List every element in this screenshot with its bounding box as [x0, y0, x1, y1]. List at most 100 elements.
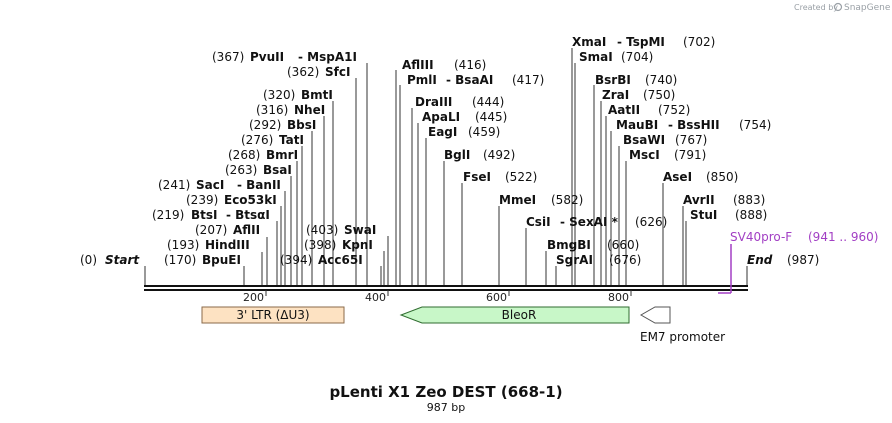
site-afliii-label: AflIII	[402, 58, 434, 72]
site-msci-label: MscI	[629, 148, 660, 162]
feature-3ltr	[201, 306, 345, 324]
feature-3ltr-label: 3' LTR (ΔU3)	[236, 308, 309, 322]
site-swai-pos: (403)	[306, 223, 338, 237]
site-smai-pos: (704)	[621, 50, 653, 64]
feature-bleor	[399, 306, 630, 324]
site-avrii-label: AvrII	[683, 193, 715, 207]
site-draiii-label: DraIII	[415, 95, 452, 109]
site-mmei-pos: (582)	[551, 193, 583, 207]
site-zrai-label: ZraI	[602, 88, 629, 102]
site-asei-label: AseI	[663, 170, 692, 184]
site-csii-pos: (626)	[635, 215, 667, 229]
site-eagi-pos: (459)	[468, 125, 500, 139]
site-end-label: End	[747, 253, 773, 267]
site-kpni-label: KpnI	[342, 238, 373, 252]
site-mmei-label: MmeI	[499, 193, 536, 207]
site-afliii-pos: (416)	[454, 58, 486, 72]
site-bmgbi-label: BmgBI	[547, 238, 591, 252]
credit-brand: SnapGene	[844, 3, 891, 13]
ruler-tick-600: 600	[486, 291, 507, 304]
site-bsrbi-pos: (740)	[645, 73, 677, 87]
site-smai-label: SmaI	[579, 50, 613, 64]
site-xmai-pos: (702)	[683, 35, 715, 49]
site-stui-label: StuI	[690, 208, 717, 222]
site-bbsi-label: BbsI	[287, 118, 316, 132]
site-xmai-extra: - TspMI	[617, 35, 665, 49]
site-maubi-label: MauBI	[616, 118, 658, 132]
ruler-tick-200: 200	[243, 291, 264, 304]
map-title: pLenti X1 Zeo DEST (668-1)	[329, 383, 562, 401]
site-aatii-pos: (752)	[658, 103, 690, 117]
site-sfci-label: SfcI	[325, 65, 350, 79]
cut-site-lines	[144, 48, 748, 286]
site-tati-pos: (276)	[241, 133, 273, 147]
site-bgli-pos: (492)	[483, 148, 515, 162]
site-aatii-label: AatII	[608, 103, 640, 117]
credit-text: Created by	[794, 3, 838, 12]
site-pmli-label: PmlI	[407, 73, 437, 87]
site-aflii-pos: (207)	[195, 223, 227, 237]
site-start-label: Start	[105, 253, 140, 267]
site-aflii-label: AflII	[233, 223, 260, 237]
site-sgrai-pos: (676)	[609, 253, 641, 267]
site-btsi-extra: - BtsαI	[226, 208, 270, 222]
site-saci-label: SacI	[196, 178, 224, 192]
feature-em7	[639, 306, 671, 324]
primer-range: (941 .. 960)	[808, 230, 878, 244]
site-swai-label: SwaI	[344, 223, 376, 237]
backbone	[144, 285, 748, 291]
ruler	[265, 290, 632, 296]
snapgene-logo-icon	[833, 2, 843, 12]
ruler-tick-800: 800	[608, 291, 629, 304]
site-bmti-label: BmtI	[301, 88, 333, 102]
site-bmgbi-pos: (660)	[607, 238, 639, 252]
site-bsawi-label: BsaWI	[623, 133, 665, 147]
site-bsai-label: BsaI	[263, 163, 292, 177]
site-bsai-pos: (263)	[225, 163, 257, 177]
site-fsei-pos: (522)	[505, 170, 537, 184]
site-saci-extra: - BanII	[237, 178, 281, 192]
site-maubi-pos: (754)	[739, 118, 771, 132]
site-stui-pos: (888)	[735, 208, 767, 222]
site-tati-label: TatI	[279, 133, 304, 147]
site-avrii-pos: (883)	[733, 193, 765, 207]
site-bpuei-label: BpuEI	[202, 253, 241, 267]
site-apali-label: ApaLI	[422, 110, 460, 124]
site-btsi-pos: (219)	[152, 208, 184, 222]
map-subtitle: 987 bp	[427, 401, 465, 414]
site-saci-pos: (241)	[158, 178, 190, 192]
site-hindiii-pos: (193)	[167, 238, 199, 252]
site-eagi-label: EagI	[428, 125, 457, 139]
site-bgli-label: BglI	[444, 148, 470, 162]
site-bmri-pos: (268)	[228, 148, 260, 162]
site-draiii-pos: (444)	[472, 95, 504, 109]
site-pvuii-extra: - MspA1I	[298, 50, 357, 64]
site-bsrbi-label: BsrBI	[595, 73, 631, 87]
site-btsi-label: BtsI	[191, 208, 218, 222]
site-bsawi-pos: (767)	[675, 133, 707, 147]
site-pmli-pos: (417)	[512, 73, 544, 87]
site-zrai-pos: (750)	[643, 88, 675, 102]
site-start-pos: (0)	[80, 253, 97, 267]
site-msci-pos: (791)	[674, 148, 706, 162]
site-acc65i-pos: (394)	[280, 253, 312, 267]
site-csii-extra: - SexAI *	[560, 215, 619, 229]
site-bmri-label: BmrI	[266, 148, 298, 162]
site-bpuei-pos: (170)	[164, 253, 196, 267]
site-pmli-extra: - BsaAI	[446, 73, 493, 87]
site-apali-pos: (445)	[475, 110, 507, 124]
site-pvuii-label: PvuII	[250, 50, 284, 64]
site-eco53ki-label: Eco53kI	[224, 193, 277, 207]
site-sgrai-label: SgrAI	[556, 253, 593, 267]
site-end-pos: (987)	[787, 253, 819, 267]
feature-bleor-label: BleoR	[502, 308, 537, 322]
site-xmai-label: XmaI	[572, 35, 606, 49]
site-bmti-pos: (320)	[263, 88, 295, 102]
site-fsei-label: FseI	[463, 170, 491, 184]
site-csii-label: CsiI	[526, 215, 551, 229]
site-nhei-pos: (316)	[256, 103, 288, 117]
site-bbsi-pos: (292)	[249, 118, 281, 132]
site-sfci-pos: (362)	[287, 65, 319, 79]
site-asei-pos: (850)	[706, 170, 738, 184]
